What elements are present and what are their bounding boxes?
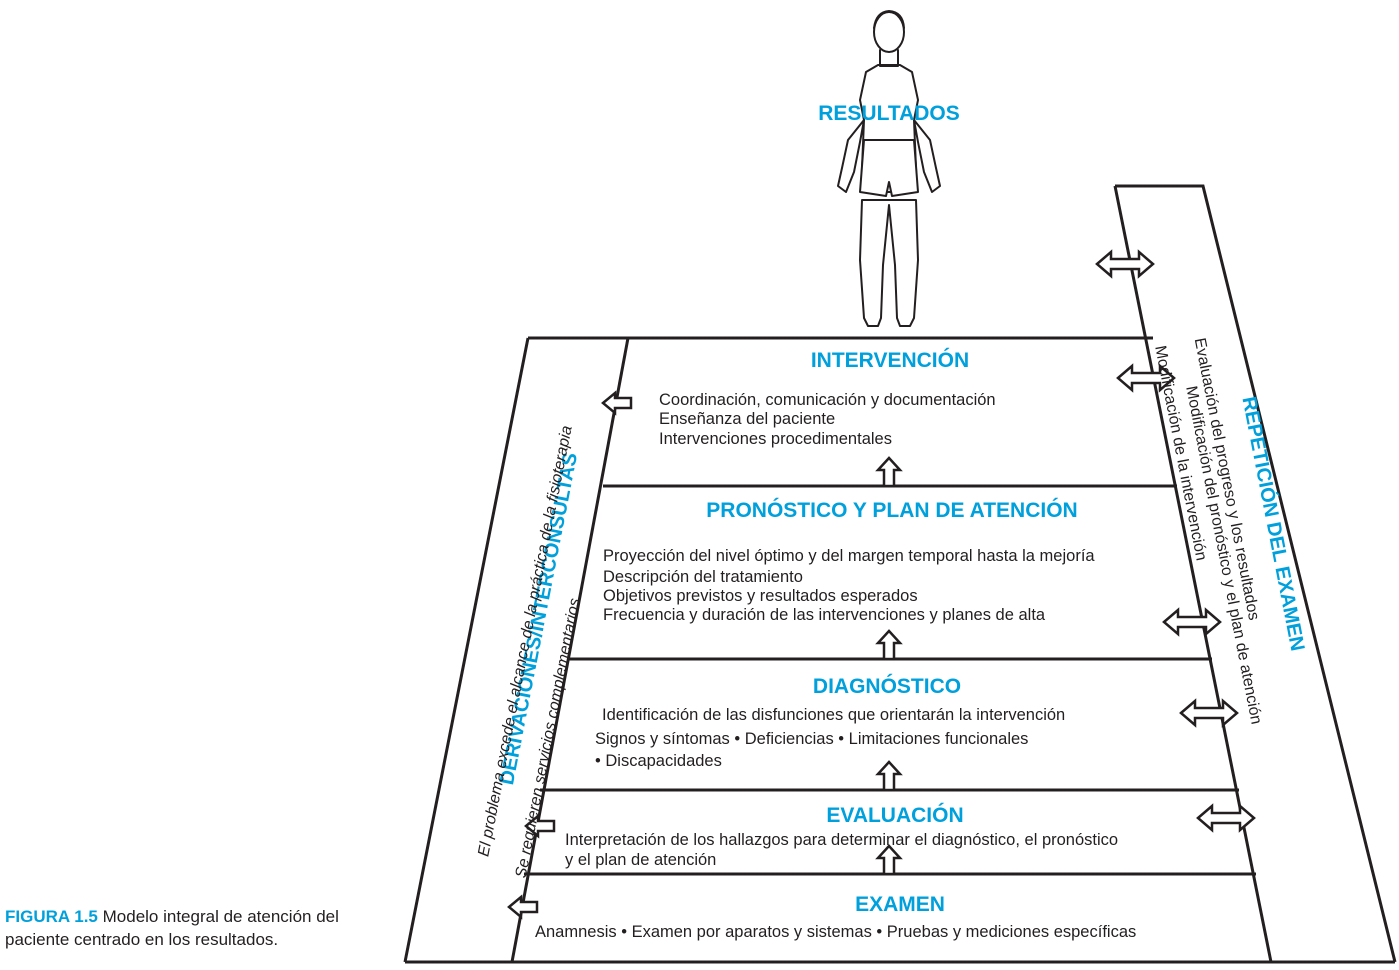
intervention-line: Intervenciones procedimentales: [659, 430, 892, 448]
evaluation-line: y el plan de atención: [565, 851, 716, 869]
evaluation-line: Interpretación de los hallazgos para det…: [565, 831, 1118, 849]
exam-line: Anamnesis • Examen por aparatos y sistem…: [535, 923, 1136, 941]
left-side-outer: [403, 337, 530, 963]
up-arrow-icon: [876, 456, 902, 488]
diagnosis-title: DIAGNÓSTICO: [813, 674, 961, 698]
diagnosis-line: Signos y síntomas • Deficiencias • Limit…: [595, 730, 1028, 748]
right-side-inner: [1113, 185, 1273, 963]
exam-title: EXAMEN: [855, 893, 945, 916]
double-arrow-icon: [1196, 804, 1256, 832]
figure-label: FIGURA 1.5: [5, 907, 98, 926]
left-side-inner: [510, 337, 630, 963]
double-arrow-icon: [1095, 250, 1155, 278]
results-title: RESULTADOS: [818, 102, 960, 125]
figure-shorts: [859, 139, 919, 197]
figure-caption: FIGURA 1.5 Modelo integral de atención d…: [5, 905, 390, 951]
figure-legs: [859, 199, 919, 327]
diagnosis-line: • Discapacidades: [595, 752, 722, 770]
evaluation-title: EVALUACIÓN: [826, 803, 963, 827]
intervention-line: Coordinación, comunicación y documentaci…: [659, 391, 996, 409]
intervention-line: Enseñanza del paciente: [659, 410, 835, 428]
right-side-outer: [1115, 184, 1397, 963]
up-arrow-icon: [876, 629, 902, 661]
figure-hair: [873, 10, 905, 29]
prognosis-line: Descripción del tratamiento: [603, 568, 803, 586]
figure-head: [873, 11, 905, 53]
prognosis-title: PRONÓSTICO Y PLAN DE ATENCIÓN: [706, 498, 1077, 522]
figure-caption-text: Modelo integral de atención del paciente…: [5, 907, 339, 949]
diagnosis-line: Identificación de las disfunciones que o…: [602, 706, 1065, 724]
up-arrow-icon: [876, 844, 902, 876]
prognosis-line: Proyección del nivel óptimo y del margen…: [603, 547, 1095, 565]
figure-neck: [879, 49, 899, 67]
prognosis-line: Objetivos previstos y resultados esperad…: [603, 587, 918, 605]
double-arrow-icon: [1179, 699, 1239, 727]
intervention-title: INTERVENCIÓN: [811, 348, 969, 372]
prognosis-line: Frecuencia y duración de las intervencio…: [603, 606, 1046, 624]
double-arrow-icon: [1162, 608, 1222, 636]
up-arrow-icon: [876, 760, 902, 792]
patient-figure: [837, 10, 941, 327]
